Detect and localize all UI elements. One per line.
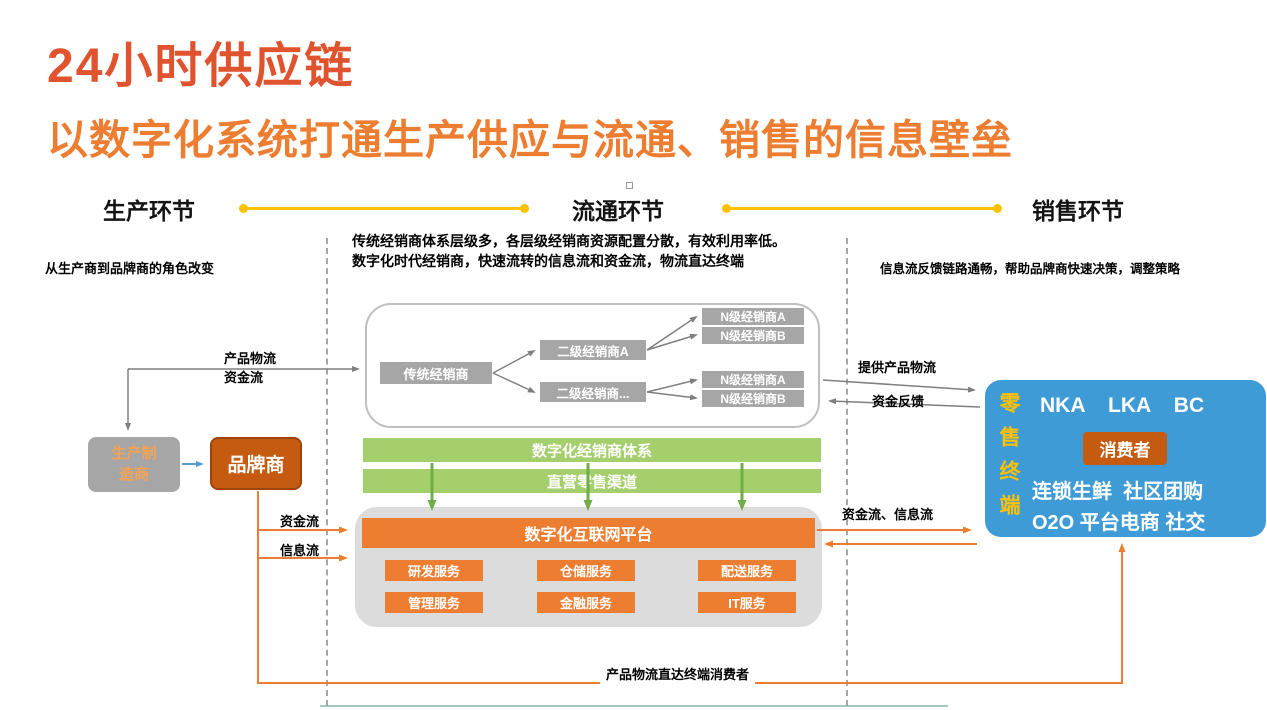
nlevel-dealer-1b-box: N级经销商B	[702, 327, 804, 344]
stage-label-sales: 销售环节	[1032, 198, 1124, 224]
connector-dot	[993, 204, 1002, 213]
section-divider-right	[846, 238, 848, 706]
label-product-logistics: 产品物流	[224, 351, 277, 366]
retail-channels-line3: O2O 平台电商 社交	[1032, 512, 1206, 534]
label-provide-logistics: 提供产品物流	[858, 360, 937, 375]
connector-dot	[520, 204, 529, 213]
label-capital-info-flow: 资金流、信息流	[842, 507, 934, 522]
section-divider-left	[326, 238, 328, 706]
label-capital-feedback: 资金反馈	[872, 394, 925, 409]
consumer-box: 消费者	[1083, 432, 1167, 465]
note-circulation: 传统经销商体系层级多，各层级经销商资源配置分散，有效利用率低。 数字化时代经销商…	[352, 231, 838, 272]
slide-title: 24小时供应链	[47, 40, 355, 93]
label-bottom-product-flow: 产品物流直达终端消费者	[600, 666, 756, 684]
level2-dealer-b-box: 二级经销商...	[540, 382, 646, 402]
bottom-divider-line	[320, 705, 948, 707]
note-circulation-line1: 传统经销商体系层级多，各层级经销商资源配置分散，有效利用率低。	[352, 233, 786, 249]
stage-connector-right	[722, 204, 1002, 213]
label-capital-flow-top: 资金流	[224, 370, 264, 385]
service-box-finance: 金融服务	[537, 592, 635, 613]
service-box-it: IT服务	[698, 592, 796, 613]
service-box-warehouse: 仓储服务	[537, 560, 635, 581]
service-box-management: 管理服务	[385, 592, 483, 613]
level2-dealer-a-box: 二级经销商A	[540, 340, 646, 360]
nlevel-dealer-2a-box: N级经销商A	[702, 371, 804, 388]
producer-box: 生产制造商	[88, 437, 180, 492]
service-box-delivery: 配送服务	[698, 560, 796, 581]
nlevel-dealer-1a-box: N级经销商A	[702, 308, 804, 325]
retail-terminal-panel: 零售终端 NKA LKA BC 消费者 连锁生鲜 社区团购 O2O 平台电商 社…	[985, 380, 1266, 537]
service-box-rd: 研发服务	[385, 560, 483, 581]
slide-subtitle: 以数字化系统打通生产供应与流通、销售的信息壁垒	[47, 117, 1013, 163]
retail-channels-line1: NKA LKA BC	[1040, 394, 1205, 417]
traditional-dealer-box: 传统经销商	[380, 362, 492, 384]
retail-terminal-vertical-label: 零售终端	[997, 392, 1020, 528]
note-sales: 信息流反馈链路通畅，帮助品牌商快速决策，调整策略	[880, 262, 1181, 276]
note-circulation-line2: 数字化时代经销商，快速流转的信息流和资金流，物流直达终端	[352, 253, 744, 270]
label-info-flow-left: 信息流	[280, 543, 320, 558]
retail-channels-line2: 连锁生鲜 社区团购	[1032, 481, 1204, 503]
digital-internet-platform-bar: 数字化互联网平台	[362, 518, 815, 548]
brand-box: 品牌商	[210, 437, 302, 490]
direct-retail-channel-bar: 直营零售渠道	[363, 469, 821, 493]
stage-connector-left	[239, 204, 529, 213]
connector-dot	[239, 204, 248, 213]
digital-dealer-system-bar: 数字化经销商体系	[363, 438, 821, 462]
decor-square	[626, 182, 633, 189]
connector-dot	[722, 204, 731, 213]
nlevel-dealer-2b-box: N级经销商B	[702, 390, 804, 407]
stage-label-circulation: 流通环节	[572, 198, 664, 224]
label-capital-flow-left: 资金流	[280, 514, 320, 529]
note-production: 从生产商到品牌商的角色改变	[45, 261, 215, 276]
stage-label-production: 生产环节	[103, 198, 195, 224]
